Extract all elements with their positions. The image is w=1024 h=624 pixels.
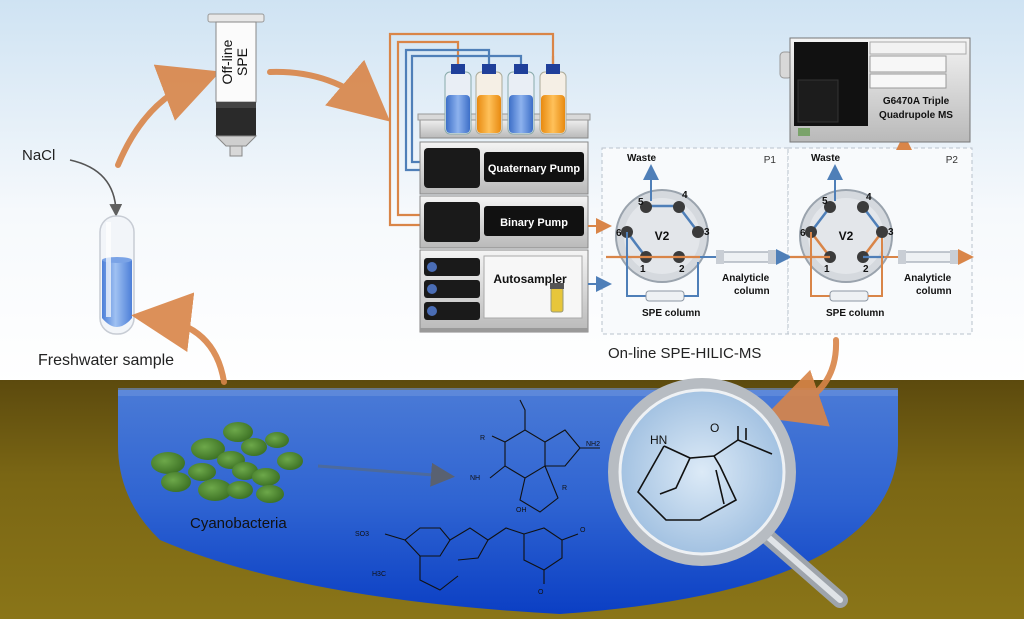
spe-column-label-p1: SPE column bbox=[642, 308, 700, 319]
svg-text:OH: OH bbox=[516, 507, 527, 514]
svg-text:NH: NH bbox=[470, 475, 480, 482]
port-1-p1: 1 bbox=[640, 264, 646, 275]
analytical-column-p1 bbox=[700, 249, 792, 265]
svg-text:NH2: NH2 bbox=[586, 441, 600, 448]
valve-p1-label: V2 bbox=[655, 229, 670, 243]
svg-text:R: R bbox=[562, 485, 567, 492]
port-3-p1: 3 bbox=[704, 227, 710, 238]
port-4-p1: 4 bbox=[682, 190, 688, 201]
port-1-p2: 1 bbox=[824, 264, 830, 275]
spe-column-p2 bbox=[810, 232, 883, 302]
svg-text:O: O bbox=[538, 589, 544, 596]
anatoxin-structure bbox=[637, 426, 773, 521]
offline-spe-line2: SPE bbox=[234, 48, 250, 76]
binary-pump-label: Binary Pump bbox=[500, 217, 568, 229]
test-tube bbox=[99, 215, 135, 335]
port-2-p1: 2 bbox=[679, 264, 685, 275]
port-4-p2: 4 bbox=[866, 192, 872, 203]
freshwater-sample-label: Freshwater sample bbox=[38, 352, 174, 369]
port-3-p2: 3 bbox=[888, 227, 894, 238]
cyanobacteria-label: Cyanobacteria bbox=[190, 515, 287, 532]
nacl-arrow bbox=[69, 159, 123, 217]
svg-text:O: O bbox=[580, 527, 586, 534]
autosampler-label: Autosampler bbox=[493, 272, 567, 286]
cyanobacteria-cells bbox=[151, 422, 303, 503]
solvent-tubing bbox=[388, 32, 555, 227]
arrow-to-magnifier bbox=[763, 337, 840, 427]
lc-stack bbox=[419, 141, 589, 333]
valve-p2 bbox=[790, 189, 893, 283]
ms-label-line1: G6470A Triple bbox=[883, 96, 950, 107]
ms-label-line2: Quadrupole MS bbox=[879, 110, 953, 121]
arrow-to-lc-stack bbox=[267, 59, 391, 122]
spe-column-p1 bbox=[626, 232, 699, 302]
spe-column-label-p2: SPE column bbox=[826, 308, 884, 319]
port-5-p1: 5 bbox=[638, 197, 644, 208]
svg-text:R: R bbox=[480, 435, 485, 442]
arrow-to-sample bbox=[131, 292, 227, 385]
valve-p2-label: V2 bbox=[839, 229, 854, 243]
arrow-to-toxins bbox=[317, 462, 455, 487]
offline-spe-line1: Off-line bbox=[219, 39, 235, 84]
spe-cartridge bbox=[207, 13, 265, 157]
valve-p1 bbox=[606, 189, 709, 283]
p2-label: P2 bbox=[946, 155, 959, 166]
arrow-to-offline-spe bbox=[115, 64, 221, 168]
port-5-p2: 5 bbox=[822, 196, 828, 207]
waste-label-p1: Waste bbox=[627, 153, 657, 164]
ms-instrument bbox=[779, 37, 971, 143]
solvent-bottles bbox=[417, 64, 591, 139]
cylindrospermopsin-structure bbox=[384, 527, 579, 591]
nacl-label: NaCl bbox=[22, 147, 55, 164]
saxitoxin-structure bbox=[489, 399, 600, 513]
online-title: On-line SPE-HILIC-MS bbox=[608, 345, 761, 362]
port-2-p2: 2 bbox=[863, 264, 869, 275]
nh-label: HN bbox=[650, 433, 667, 447]
analytical-column-p2 bbox=[884, 249, 974, 265]
carbonyl-o-label: O bbox=[710, 421, 719, 435]
port-6-p1: 6 bbox=[616, 228, 622, 239]
quaternary-pump-label: Quaternary Pump bbox=[488, 163, 581, 175]
svg-text:SO3: SO3 bbox=[355, 531, 369, 538]
svg-text:H3C: H3C bbox=[372, 571, 386, 578]
port-6-p2: 6 bbox=[800, 228, 806, 239]
waste-label-p2: Waste bbox=[811, 153, 841, 164]
p1-label: P1 bbox=[764, 155, 777, 166]
